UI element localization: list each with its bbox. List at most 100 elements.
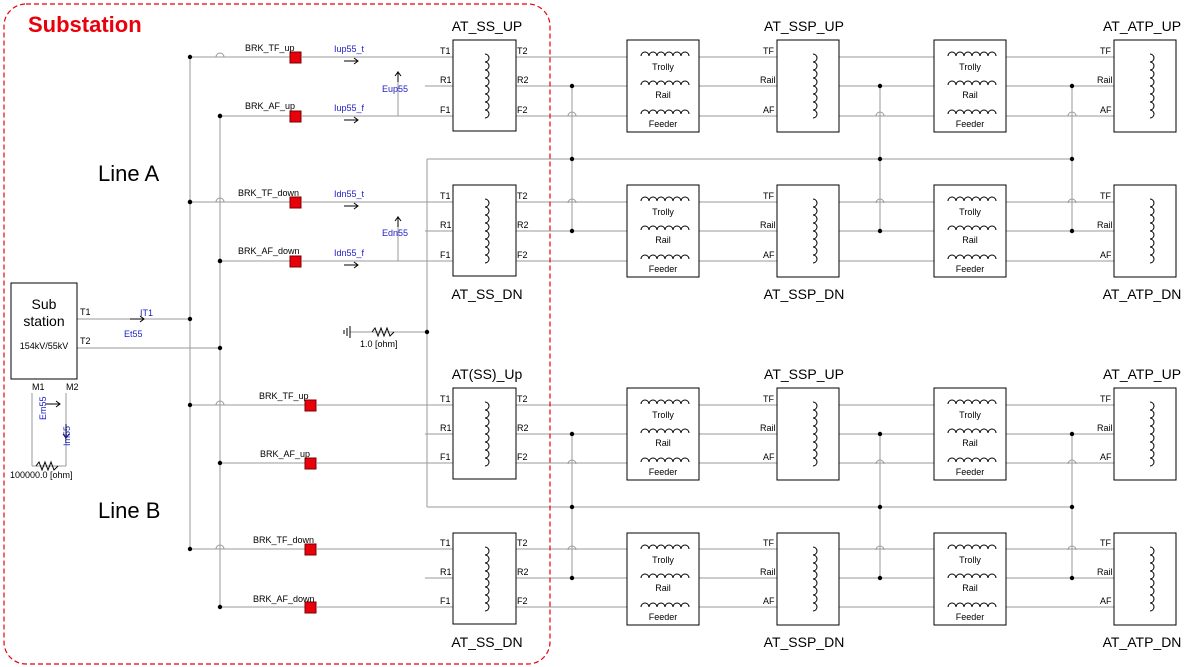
section-label-rail: Rail	[962, 438, 978, 448]
current-meter-label: Idn55_f	[334, 248, 365, 258]
source-m2: M2	[66, 382, 79, 392]
section-label-rail: Rail	[655, 438, 671, 448]
line-section-coil	[947, 428, 997, 434]
junction-dot	[217, 460, 223, 466]
pin-label: AF	[763, 452, 775, 462]
pin-label: R2	[517, 423, 529, 433]
ss-transformer-label: AT_SS_DN	[451, 634, 522, 650]
pin-label: T1	[440, 191, 451, 201]
pin-label: AF	[763, 596, 775, 606]
meter-em55-arrow	[46, 400, 61, 408]
junction-dot	[569, 228, 575, 234]
section-label-feeder: Feeder	[649, 467, 678, 477]
junction-dot	[877, 575, 883, 581]
at-transformer-coil	[812, 546, 818, 612]
line-section-coil	[640, 51, 690, 57]
wire-crossover	[215, 400, 225, 406]
pin-label: AF	[1100, 105, 1112, 115]
junction-dot	[187, 546, 193, 552]
junction-dot	[217, 113, 223, 119]
at-autotransformer	[776, 184, 840, 278]
pin-label: AF	[1100, 250, 1112, 260]
breaker-label: BRK_AF_down	[238, 246, 300, 256]
section-label-feeder: Feeder	[956, 264, 985, 274]
atp-transformer-label: AT_ATP_UP	[1103, 18, 1181, 34]
ss-autotransformer	[452, 39, 517, 132]
section-label-trolly: Trolly	[652, 207, 674, 217]
line-section-coil	[640, 602, 690, 608]
pin-label: Rail	[1097, 220, 1113, 230]
pin-label: Rail	[1097, 567, 1113, 577]
line-section-block	[933, 387, 1007, 481]
section-label-trolly: Trolly	[652, 410, 674, 420]
junction-dot	[569, 83, 575, 89]
voltage-meter-arrow	[394, 71, 402, 82]
source-rating: 154kV/55kV	[20, 341, 69, 351]
voltage-meter-arrow	[394, 216, 402, 227]
line-section-coil	[640, 109, 690, 115]
section-label-trolly: Trolly	[652, 555, 674, 565]
line-section-coil	[640, 80, 690, 86]
circuit-breaker	[289, 51, 302, 64]
at-autotransformer	[1113, 184, 1177, 278]
junction-dot	[569, 431, 575, 437]
pin-label: Rail	[1097, 423, 1113, 433]
line-section-block	[626, 387, 700, 481]
meter-et55: Et55	[124, 329, 143, 339]
pin-label: T2	[517, 46, 528, 56]
junction-dot	[569, 156, 575, 162]
pin-label: TF	[1100, 46, 1111, 56]
pin-label: Rail	[760, 423, 776, 433]
wire-crossover	[1067, 545, 1077, 551]
pin-label: F2	[517, 596, 528, 606]
ss-transformer-coil	[484, 401, 490, 467]
circuit-breaker	[289, 196, 302, 209]
breaker-label: BRK_TF_up	[245, 43, 295, 53]
section-label-rail: Rail	[655, 90, 671, 100]
ground-resistor-label: 100000.0 [ohm]	[10, 470, 73, 480]
wire-crossover	[567, 111, 577, 117]
at-autotransformer	[776, 532, 840, 626]
circuit-breaker	[289, 110, 302, 123]
line-section-block	[933, 184, 1007, 278]
components: BRK_TF_upBRK_AF_upBRK_TF_downBRK_AF_down…	[35, 18, 1181, 650]
pin-label: TF	[1100, 191, 1111, 201]
breaker-label: BRK_AF_down	[253, 594, 315, 604]
line-section-coil	[640, 428, 690, 434]
ss-autotransformer	[452, 532, 517, 625]
circuit-breaker	[304, 457, 317, 470]
at-autotransformer	[776, 39, 840, 133]
current-meter-arrow	[344, 202, 359, 210]
current-meter-arrow	[344, 116, 359, 124]
line-section-coil	[947, 399, 997, 405]
section-label-rail: Rail	[962, 235, 978, 245]
substation-boundary	[3, 3, 551, 665]
meter-it1: IT1	[140, 308, 153, 318]
ss-transformer-coil	[484, 53, 490, 119]
line-section-coil	[947, 51, 997, 57]
wire-crossover	[567, 459, 577, 465]
pin-label: AF	[763, 105, 775, 115]
line-section-coil	[947, 109, 997, 115]
ss-transformer-coil	[484, 198, 490, 264]
section-label-trolly: Trolly	[959, 62, 981, 72]
line-section-coil	[947, 602, 997, 608]
pin-label: R1	[440, 220, 452, 230]
breaker-label: BRK_TF_up	[259, 391, 309, 401]
wire-crossover	[875, 459, 885, 465]
line-section-coil	[640, 573, 690, 579]
section-label-trolly: Trolly	[652, 62, 674, 72]
section-label-feeder: Feeder	[956, 612, 985, 622]
line-section-block	[626, 184, 700, 278]
ground-resistor	[35, 460, 59, 472]
at-transformer-coil	[812, 198, 818, 264]
ss-transformer-coil	[484, 546, 490, 612]
junction-dot	[217, 345, 223, 351]
neutral-resistor	[371, 326, 395, 338]
pin-label: T1	[440, 46, 451, 56]
section-label-trolly: Trolly	[959, 555, 981, 565]
line-section-coil	[640, 544, 690, 550]
line-section-coil	[947, 457, 997, 463]
circuit-breaker	[304, 543, 317, 556]
wire-crossover	[567, 198, 577, 204]
